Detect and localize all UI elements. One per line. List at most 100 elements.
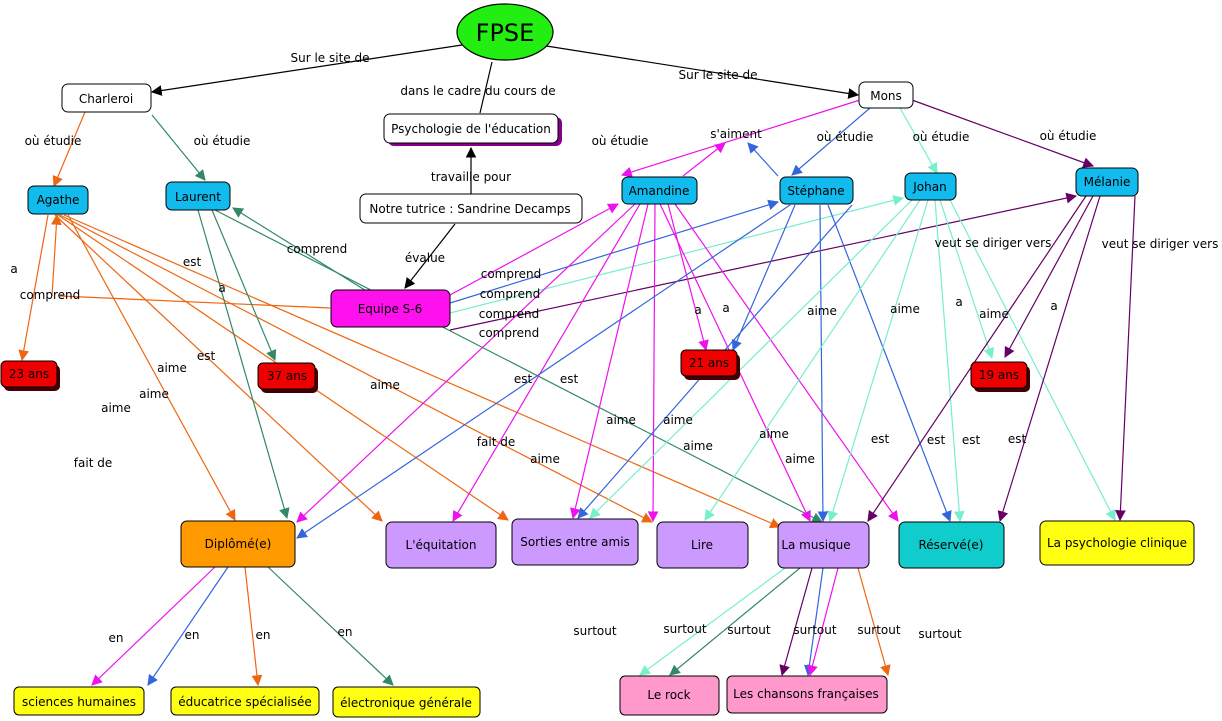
link-label: surtout bbox=[918, 627, 961, 641]
node-sorties[interactable]: Sorties entre amis bbox=[511, 518, 639, 566]
node-label: Lire bbox=[691, 538, 713, 552]
node-agathe[interactable]: Agathe bbox=[27, 185, 89, 215]
node-chansons[interactable]: Les chansons françaises bbox=[726, 675, 888, 714]
link-label: aime bbox=[979, 307, 1009, 321]
node-label: La psychologie clinique bbox=[1047, 536, 1187, 550]
link-charleroi-agathe bbox=[52, 111, 86, 187]
nodes: FPSE Charleroi Mons Psychologie de l'édu… bbox=[0, 3, 1195, 718]
node-age-37[interactable]: 37 ans bbox=[257, 362, 318, 393]
node-reserve[interactable]: Réservé(e) bbox=[898, 521, 1005, 569]
link-melanie-musique bbox=[867, 195, 1087, 522]
node-age-19[interactable]: 19 ans bbox=[970, 361, 1030, 392]
link-label: aime bbox=[759, 427, 789, 441]
link-comprend-agathe-up bbox=[51, 213, 62, 297]
node-age-21[interactable]: 21 ans bbox=[680, 349, 740, 380]
link-musique-chansons1 bbox=[779, 567, 813, 677]
link-laurent-musique bbox=[214, 209, 823, 523]
node-electronique[interactable]: électronique générale bbox=[332, 686, 481, 718]
link-diplome-educ2 bbox=[244, 566, 263, 687]
link-equipe-johan bbox=[449, 195, 905, 314]
link-label: dans le cadre du cours de bbox=[400, 84, 555, 98]
node-psychologie-clinique[interactable]: La psychologie clinique bbox=[1039, 520, 1195, 566]
node-label: Le rock bbox=[647, 688, 690, 702]
node-diplome[interactable]: Diplômé(e) bbox=[180, 520, 296, 568]
link-melanie-19 bbox=[1004, 195, 1094, 358]
node-fpse[interactable]: FPSE bbox=[456, 3, 554, 61]
node-label: 21 ans bbox=[689, 356, 729, 370]
link-musique-chansons4 bbox=[857, 567, 891, 677]
link-label: où étudie bbox=[592, 134, 649, 148]
link-label: où étudie bbox=[25, 134, 82, 148]
link-label: comprend bbox=[481, 267, 542, 281]
node-melanie[interactable]: Mélanie bbox=[1075, 167, 1139, 197]
link-label: a bbox=[1050, 299, 1057, 313]
node-amandine[interactable]: Amandine bbox=[621, 176, 698, 205]
link-stephane-saiment bbox=[747, 142, 779, 177]
node-lire[interactable]: Lire bbox=[656, 521, 749, 569]
node-label: Psychologie de l'éducation bbox=[391, 122, 551, 136]
node-label: Amandine bbox=[629, 184, 690, 198]
link-label: aime bbox=[683, 439, 713, 453]
link-label: aime bbox=[139, 387, 169, 401]
node-rock[interactable]: Le rock bbox=[619, 675, 720, 716]
link-label: a bbox=[10, 262, 17, 276]
node-stephane[interactable]: Stéphane bbox=[779, 176, 854, 205]
link-label: où étudie bbox=[1040, 129, 1097, 143]
link-musique-chansons2 bbox=[804, 567, 824, 677]
link-amandine-saiment bbox=[682, 142, 726, 177]
link-amandine-diplome bbox=[296, 203, 636, 523]
node-label: Charleroi bbox=[79, 92, 133, 106]
link-label: aime bbox=[663, 413, 693, 427]
link-mons-amandine bbox=[620, 99, 861, 178]
node-mons[interactable]: Mons bbox=[858, 81, 914, 109]
link-label: aime bbox=[807, 304, 837, 318]
link-label: est bbox=[871, 432, 890, 446]
link-label: travaille pour bbox=[431, 170, 511, 184]
link-label: comprend bbox=[287, 242, 348, 256]
node-label: Mons bbox=[870, 89, 902, 103]
node-age-23[interactable]: 23 ans bbox=[0, 360, 60, 391]
link-label: a bbox=[218, 281, 225, 295]
node-sciences-humaines[interactable]: sciences humaines bbox=[13, 686, 145, 716]
node-label: Johan bbox=[912, 180, 946, 194]
link-mons-stephane bbox=[791, 107, 871, 176]
link-fpse-mons bbox=[539, 44, 860, 99]
link-agathe-equitation bbox=[54, 214, 383, 522]
node-tutrice[interactable]: Notre tutrice : Sandrine Decamps bbox=[359, 193, 583, 224]
node-charleroi[interactable]: Charleroi bbox=[61, 83, 152, 113]
node-johan[interactable]: Johan bbox=[904, 172, 957, 201]
node-equitation[interactable]: L'équitation bbox=[385, 521, 497, 569]
link-melanie-reserve bbox=[997, 195, 1101, 523]
node-equipe[interactable]: Equipe S-6 bbox=[330, 289, 451, 328]
node-label: Notre tutrice : Sandrine Decamps bbox=[369, 202, 570, 216]
link-mons-johan bbox=[899, 107, 938, 174]
link-musique-chansons3 bbox=[807, 567, 839, 677]
link-fpse-cours bbox=[479, 61, 493, 114]
link-diplome-educ1 bbox=[147, 566, 229, 686]
link-label: est bbox=[183, 255, 202, 269]
link-equipe-laurent bbox=[232, 207, 369, 293]
link-amandine-equitation bbox=[452, 203, 641, 522]
node-educatrice[interactable]: éducatrice spécialisée bbox=[170, 686, 320, 716]
node-label: 23 ans bbox=[9, 367, 49, 381]
link-johan-19 bbox=[939, 199, 995, 360]
link-label: surtout bbox=[727, 623, 770, 637]
link-label: veut se diriger vers bbox=[935, 236, 1052, 250]
node-label: Laurent bbox=[175, 190, 221, 204]
link-label: où étudie bbox=[913, 130, 970, 144]
link-amandine-lire bbox=[647, 203, 659, 523]
link-agathe-23 bbox=[18, 214, 49, 362]
node-label: Equipe S-6 bbox=[358, 302, 423, 316]
link-amandine-reserve bbox=[674, 203, 899, 522]
link-equipe-agathe bbox=[59, 295, 331, 309]
node-label: Réservé(e) bbox=[919, 538, 984, 552]
node-laurent[interactable]: Laurent bbox=[165, 181, 231, 211]
link-label: est bbox=[514, 372, 533, 386]
node-musique[interactable]: La musique bbox=[777, 521, 870, 569]
node-psychologie-education[interactable]: Psychologie de l'éducation bbox=[383, 113, 562, 146]
link-label: aime bbox=[785, 452, 815, 466]
link-label: veut se diriger vers bbox=[1102, 237, 1219, 251]
link-label: où étudie bbox=[817, 130, 874, 144]
link-label: a bbox=[722, 301, 729, 315]
